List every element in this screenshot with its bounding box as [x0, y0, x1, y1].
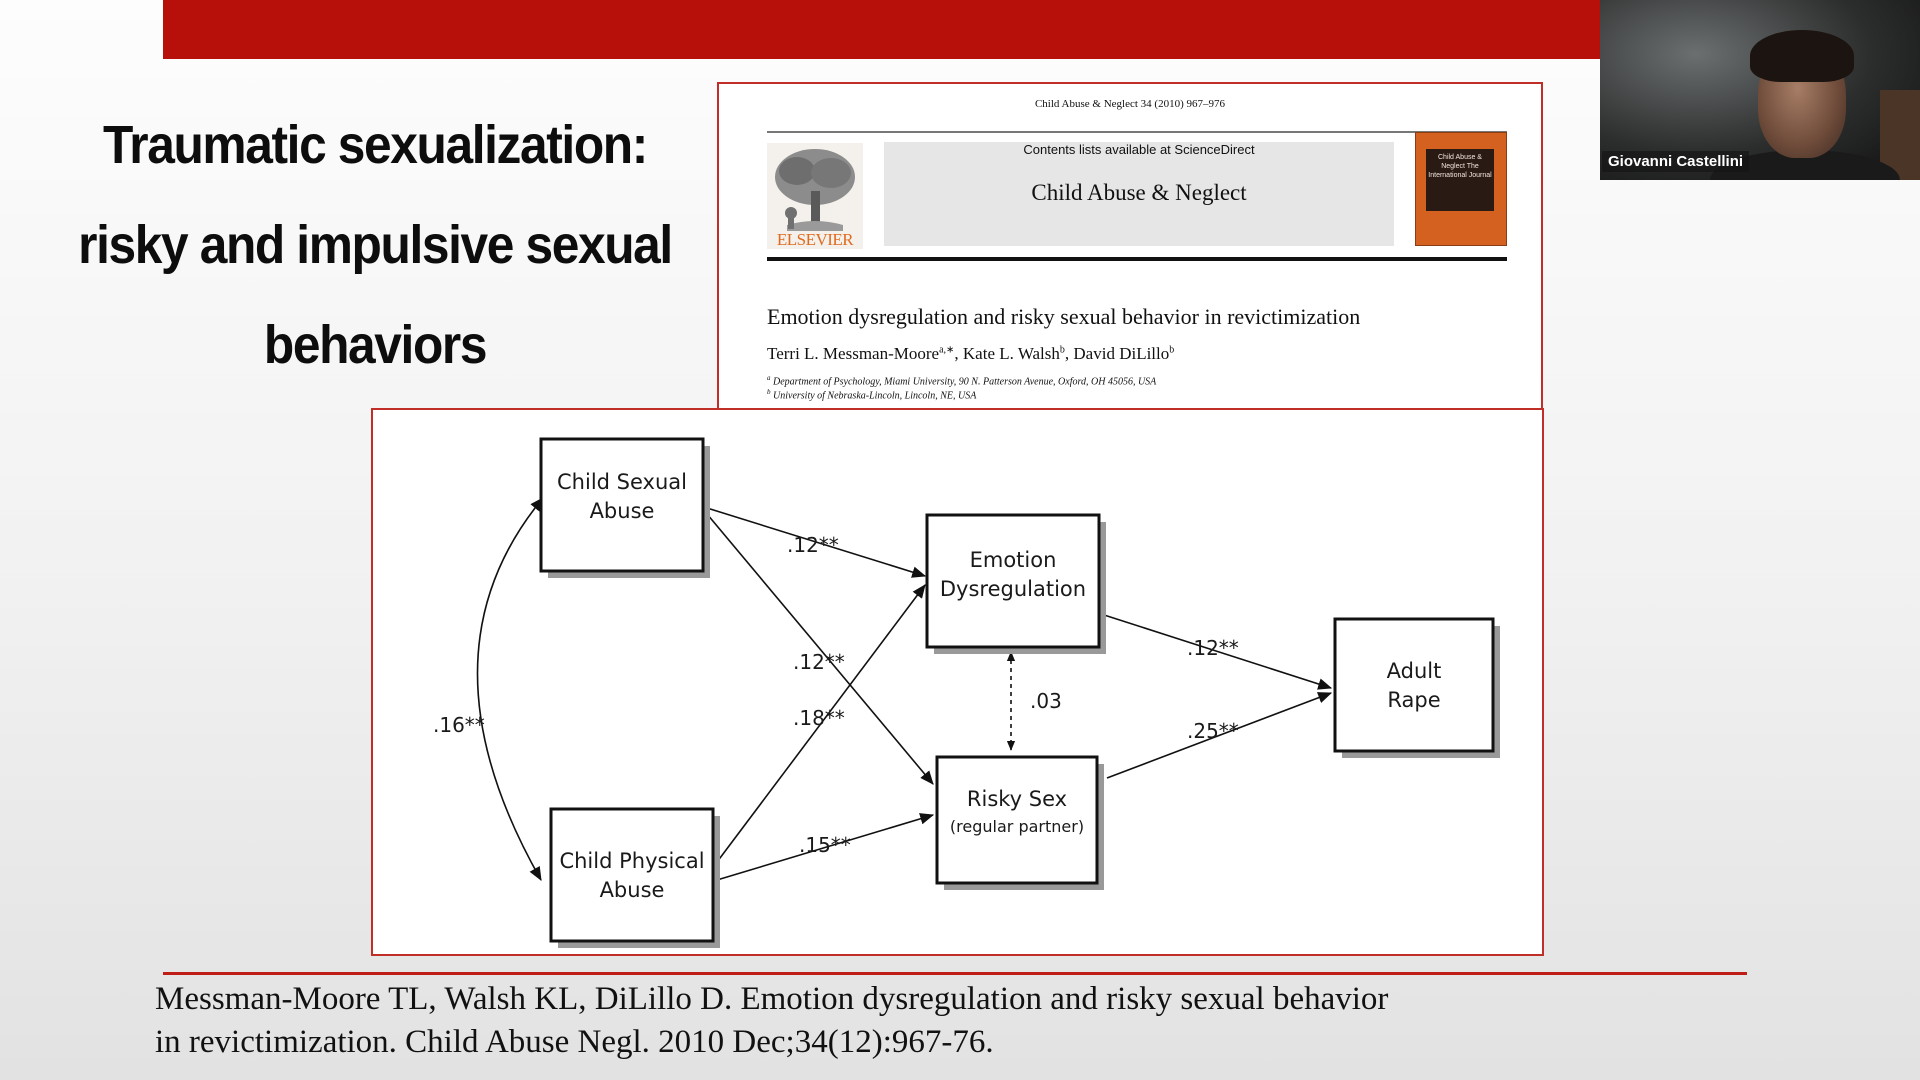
edge-csa-rs [706, 513, 934, 785]
node-label: Child Sexual [557, 470, 687, 494]
journal-name: Child Abuse & Neglect [1031, 180, 1247, 205]
edge-cpa-rs [716, 813, 935, 881]
edge-label-cpa-rs: .15** [799, 833, 851, 857]
article-title: Emotion dysregulation and risky sexual b… [767, 304, 1361, 329]
slide-citation: Messman-Moore TL, Walsh KL, DiLillo D. E… [155, 978, 1575, 1064]
edge-label-cpa-ed: .18** [793, 706, 845, 730]
citation-divider [163, 972, 1747, 975]
affiliation-a: a Department of Psychology, Miami Univer… [767, 374, 1156, 387]
journal-banner: Contents lists available at ScienceDirec… [884, 142, 1394, 246]
node-child-physical-abuse: Child Physical Abuse [549, 807, 720, 948]
affiliation-text: University of Nebraska-Lincoln, Lincoln,… [773, 390, 977, 402]
node-label: Abuse [600, 878, 665, 902]
webcam-video-tile[interactable]: Giovanni Castellini [1600, 0, 1920, 180]
slide-title-line-3: behaviors [263, 315, 488, 375]
edge-label-csa-rs: .12** [793, 650, 845, 674]
node-label: Abuse [590, 499, 655, 523]
edge-cpa-ed [716, 584, 926, 863]
node-label: (regular partner) [950, 817, 1084, 836]
path-diagram-svg: Child Sexual Abuse Child Physical Abuse … [433, 437, 1500, 948]
node-label: Rape [1387, 688, 1440, 712]
edge-label-ed-rs: .03 [1030, 689, 1062, 713]
edge-label-csa-cpa: .16** [433, 713, 485, 737]
journal-citation-line: Child Abuse & Neglect 34 (2010) 967–976 [1034, 98, 1226, 110]
journal-cover-thumbnail: Child Abuse & Neglect The International … [1415, 132, 1507, 246]
node-child-sexual-abuse: Child Sexual Abuse [539, 437, 710, 578]
participant-hair [1750, 30, 1854, 82]
contents-availability: Contents lists available at ScienceDirec… [1023, 142, 1255, 157]
slide-top-accent-bar [163, 0, 1600, 59]
journal-cover-text: Child Abuse & Neglect The International … [1426, 149, 1494, 211]
node-risky-sex: Risky Sex (regular partner) [935, 755, 1104, 890]
affiliation-text: Department of Psychology, Miami Universi… [773, 376, 1157, 388]
slide-title: Traumatic sexualization: risky and impul… [67, 95, 683, 395]
edge-label-rs-ar: .25** [1187, 719, 1239, 743]
node-label: Risky Sex [967, 787, 1067, 811]
edge-csa-cpa [476, 497, 544, 882]
node-label: Emotion [970, 548, 1057, 572]
node-label: Child Physical [559, 849, 704, 873]
citation-line-1: Messman-Moore TL, Walsh KL, DiLillo D. E… [155, 981, 1389, 1017]
node-label: Adult [1387, 659, 1442, 683]
edge-rs-ar [1106, 692, 1333, 779]
article-authors: Terri L. Messman-Moorea,∗, Kate L. Walsh… [767, 344, 1175, 363]
author-name: Kate L. Walsh [962, 344, 1060, 363]
paper-header-image: Child Abuse & Neglect 34 (2010) 967–976 … [717, 82, 1543, 410]
edge-csa-ed [706, 507, 927, 578]
node-adult-rape: Adult Rape [1333, 617, 1500, 758]
edge-label-ed-ar: .12** [1187, 636, 1239, 660]
citation-line-2: in revictimization. Child Abuse Negl. 20… [155, 1024, 994, 1060]
publisher-logo-text: ELSEVIER [776, 230, 854, 249]
affiliation-b: b University of Nebraska-Lincoln, Lincol… [767, 388, 976, 401]
header-rule-top [767, 131, 1507, 133]
author-affiliation-mark: b [1059, 344, 1065, 356]
header-rule-bottom [767, 257, 1507, 261]
slide-title-line-1: Traumatic sexualization: [103, 115, 648, 175]
author-name: David DiLillo [1073, 344, 1170, 363]
author-name: Terri L. Messman-Moore [767, 344, 940, 363]
participant-name-tag: Giovanni Castellini [1602, 151, 1750, 172]
path-diagram: Child Sexual Abuse Child Physical Abuse … [371, 408, 1544, 956]
edge-ed-ar [1100, 613, 1333, 690]
author-affiliation-mark: b [1169, 344, 1175, 356]
author-affiliation-mark: a,∗ [939, 344, 955, 356]
affiliation-mark: a [767, 374, 771, 382]
affiliation-mark: b [767, 388, 771, 396]
edge-label-csa-ed: .12** [787, 533, 839, 557]
elsevier-tree-logo-icon [767, 143, 863, 249]
node-emotion-dysregulation: Emotion Dysregulation [925, 513, 1106, 654]
node-label: Dysregulation [940, 577, 1086, 601]
slide-title-line-2: risky and impulsive sexual [78, 215, 673, 275]
